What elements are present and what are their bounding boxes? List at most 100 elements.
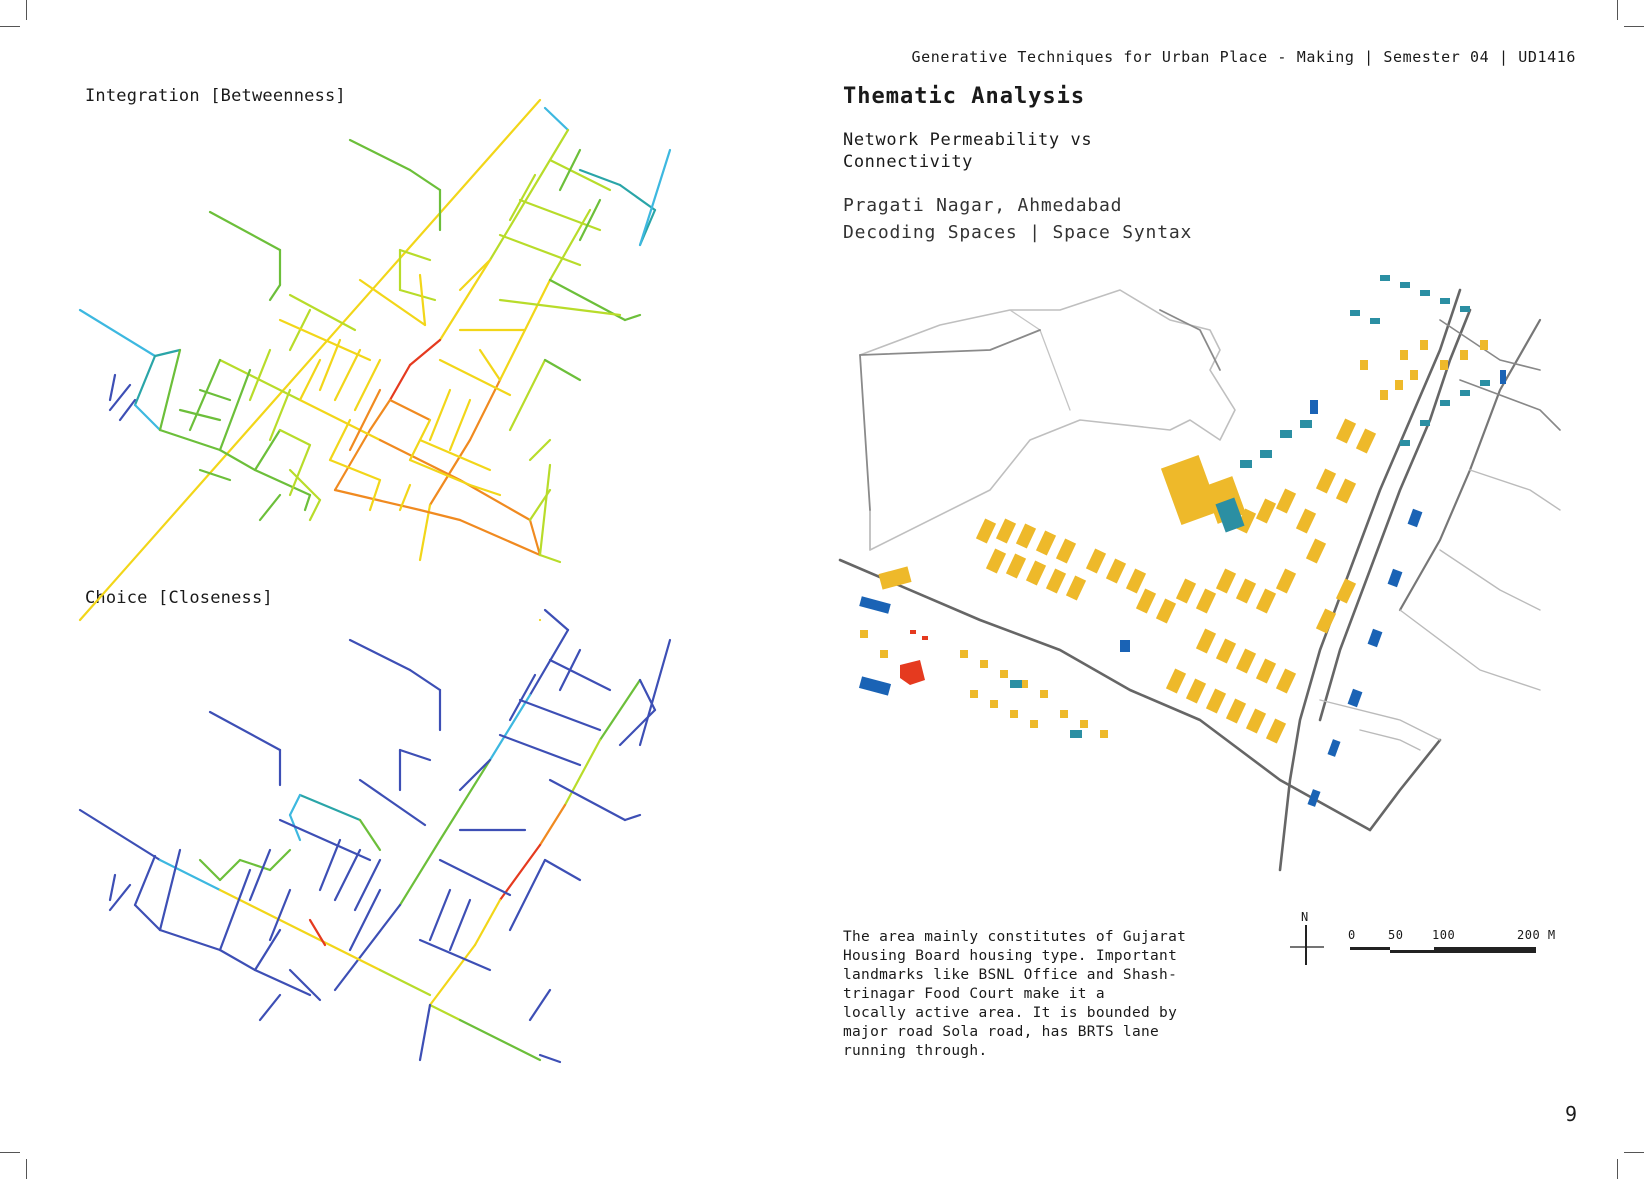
north-label: N <box>1301 910 1309 924</box>
map-segment <box>368 398 392 432</box>
map-segment <box>448 398 472 452</box>
map-segment <box>133 354 157 407</box>
page-title: Thematic Analysis <box>843 84 1086 109</box>
description-line: The area mainly constitutes of Gujarat <box>843 929 1187 945</box>
north-arrow-icon <box>1290 925 1324 965</box>
map-segment <box>208 210 282 252</box>
map-segment <box>558 148 582 192</box>
map-segment <box>368 478 382 512</box>
map-segment <box>408 668 442 692</box>
map-segment <box>518 698 602 732</box>
map-segment <box>338 948 382 972</box>
map-segment <box>538 553 562 564</box>
figure-ground-map <box>838 275 1561 872</box>
road-line <box>1439 549 1541 611</box>
map-segment <box>218 868 252 952</box>
map-segment <box>538 463 552 557</box>
map-segment <box>468 378 502 442</box>
map-segment <box>298 928 342 952</box>
map-segment <box>548 158 612 192</box>
map-segment <box>218 368 252 452</box>
map-segment <box>528 988 552 1022</box>
map-segment <box>538 1053 562 1064</box>
map-segment <box>428 943 477 1007</box>
map-segment <box>508 358 547 432</box>
map-segment <box>78 98 542 622</box>
map-segment <box>358 278 427 327</box>
crop-mark <box>1624 1152 1644 1153</box>
integration-network-map <box>78 98 672 622</box>
map-segment <box>208 710 282 752</box>
map-segment <box>253 928 282 972</box>
map-segment <box>508 173 537 222</box>
subtitle: Network Permeability vs Connectivity <box>843 129 1092 173</box>
map-segment <box>178 408 222 422</box>
map-segment <box>428 388 452 442</box>
map-segment <box>538 803 567 847</box>
road-line <box>1359 729 1421 751</box>
map-segment <box>458 758 492 792</box>
road-line <box>859 354 871 511</box>
map-segment <box>333 848 362 902</box>
method-text: Decoding Spaces | Space Syntax <box>843 222 1193 243</box>
map-segment <box>543 858 582 882</box>
map-segment <box>408 168 442 192</box>
map-segment <box>133 403 162 432</box>
map-segment <box>278 318 372 362</box>
description-line: Housing Board housing type. Important <box>843 948 1178 964</box>
map-segment <box>473 898 502 947</box>
road-line <box>859 289 1236 551</box>
map-segment <box>358 778 427 827</box>
scale-bar <box>1350 947 1536 953</box>
description-block: The area mainly constitutes of Gujarat H… <box>843 928 1213 1061</box>
map-segment <box>108 883 132 912</box>
map-segment <box>498 733 582 767</box>
map-segment <box>458 1018 542 1062</box>
map-segment <box>308 498 322 522</box>
map-segment <box>418 273 427 327</box>
map-segment <box>578 198 602 242</box>
map-segment <box>318 838 342 892</box>
map-segment <box>558 648 582 692</box>
map-segment <box>328 418 352 462</box>
building-cluster-blue <box>858 370 1506 807</box>
map-segment <box>348 388 382 452</box>
map-segment <box>198 468 232 482</box>
crop-mark <box>0 1152 20 1153</box>
scale-tick-200: 200 M <box>1517 928 1556 942</box>
integration-map-label: Integration [Betweenness] <box>85 86 346 106</box>
map-segment <box>448 898 472 952</box>
description-line: locally active area. It is bounded by <box>843 1005 1178 1021</box>
subtitle-line: Network Permeability vs <box>843 130 1093 150</box>
map-segment <box>578 168 622 187</box>
crop-mark <box>26 1159 27 1179</box>
building-cluster-teal <box>1010 275 1490 738</box>
map-segment <box>133 903 162 932</box>
map-segment <box>638 148 672 247</box>
map-segment <box>328 458 382 482</box>
crop-mark <box>0 26 20 27</box>
road-line <box>1009 309 1071 411</box>
map-segment <box>358 818 382 852</box>
map-segment <box>398 288 437 302</box>
map-segment <box>638 638 672 747</box>
map-segment <box>388 398 432 422</box>
map-segment <box>548 658 612 692</box>
location-text: Pragati Nagar, Ahmedabad <box>843 195 1123 216</box>
map-segment <box>438 758 492 842</box>
road-sola <box>838 558 1372 832</box>
road-line <box>1469 469 1561 511</box>
map-segment <box>378 968 432 997</box>
map-segment <box>108 373 117 402</box>
map-segment <box>388 363 412 402</box>
map-segment <box>278 428 312 447</box>
map-segment <box>458 258 492 292</box>
map-segment <box>353 358 382 412</box>
map-segment <box>278 818 372 862</box>
map-segment <box>218 858 242 882</box>
map-segment <box>268 848 292 872</box>
map-segment <box>543 608 570 632</box>
map-segment <box>318 338 342 392</box>
map-segment <box>158 858 222 892</box>
map-segment <box>218 448 257 472</box>
